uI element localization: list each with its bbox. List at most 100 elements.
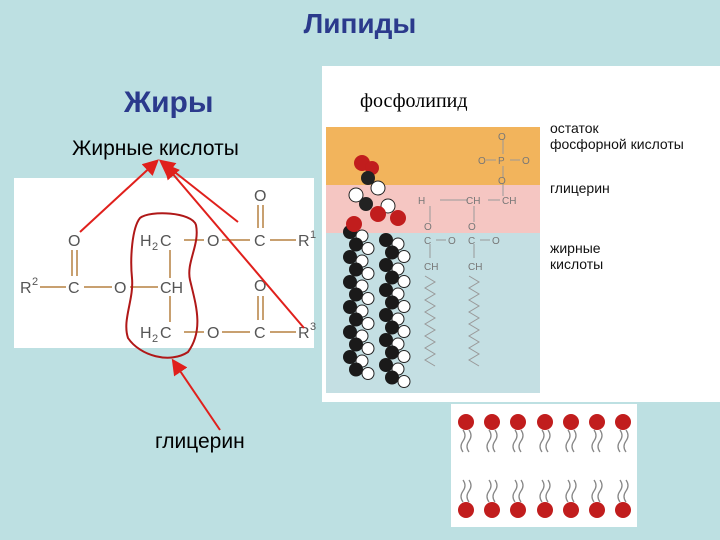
lipid-tail [492,429,498,453]
svg-text:O: O [478,156,486,167]
arrow-fatty-acid-3 [163,162,305,329]
svg-text:O: O [254,278,266,295]
lipid-tail [460,429,466,453]
glycerol-outline [125,212,199,359]
svg-text:CH: CH [466,196,480,207]
lipid-tail [591,479,597,503]
lipid-tail [466,429,472,453]
svg-text:O: O [207,233,219,250]
lipid-tail [545,429,551,453]
space-filling-model [343,225,411,388]
svg-text:2: 2 [152,241,158,253]
glycerol-label: глицерин [155,430,245,453]
arrow-glycerol [171,358,221,431]
svg-text:CH: CH [424,262,438,273]
svg-text:2: 2 [32,276,38,288]
lipid-head-bottom [563,502,579,518]
lipid-tail [486,479,492,503]
lipid-head-bottom [537,502,553,518]
lipid-head-bottom [615,502,631,518]
svg-text:O: O [522,156,530,167]
lipid-tail [539,429,545,453]
svg-text:O: O [468,222,476,233]
svg-text:CH: CH [160,280,183,297]
lipid-tail [518,429,524,453]
lipid-tail [623,429,629,453]
phospholipid-fatty-acids-label: жирные кислоты [550,240,604,272]
head-atoms [346,155,406,232]
lipid-head-bottom [484,502,500,518]
lipid-tail [545,479,551,503]
svg-text:O: O [68,233,80,250]
lipid-head-top [484,414,500,430]
lipid-head-top [589,414,605,430]
svg-text:O: O [448,236,456,247]
lipid-head-top [458,414,474,430]
lipid-tail [571,479,577,503]
lipid-tail [512,429,518,453]
phospholipid-zigzag-chains [424,275,480,367]
svg-text:P: P [498,156,505,167]
svg-text:C: C [160,233,172,250]
lipid-head-bottom [458,502,474,518]
lipid-tail [460,479,466,503]
lipid-head-top [563,414,579,430]
page-title: Липиды [303,8,417,39]
svg-text:CH: CH [468,262,482,273]
svg-text:H: H [140,233,152,250]
phospholipid-formula-bonds [429,140,520,258]
lipid-tail [512,479,518,503]
phospholipid-title: фосфолипид [360,90,468,112]
lipid-head-top [510,414,526,430]
svg-text:R: R [20,280,32,297]
svg-text:1: 1 [310,229,316,241]
svg-text:H: H [418,196,425,207]
triglyceride-bonds [40,205,296,333]
phospholipid-glycerol-label: глицерин [550,180,610,196]
lipid-tail [617,479,623,503]
svg-text:O: O [207,325,219,342]
lipid-tail [565,429,571,453]
lipid-tail [486,429,492,453]
svg-text:C: C [424,236,431,247]
lipid-tail [623,479,629,503]
svg-text:R: R [298,233,310,250]
lipid-tail [539,479,545,503]
lipid-tail [466,479,472,503]
phospholipid-formula-text: O O P O O H CH CH O O C O C O CH CH [418,132,530,273]
lipid-tail [597,479,603,503]
lipid-tail [571,429,577,453]
fatty-acids-label: Жирные кислоты [72,137,239,160]
lipid-tail [565,479,571,503]
svg-text:O: O [424,222,432,233]
lipid-tail [492,479,498,503]
lipid-head-bottom [510,502,526,518]
svg-text:O: O [498,176,506,187]
svg-text:C: C [254,233,266,250]
lipid-tail [597,429,603,453]
lipid-tail [518,479,524,503]
arrow-fatty-acid-1 [79,159,159,233]
svg-text:R: R [298,325,310,342]
svg-text:C: C [254,325,266,342]
lipid-head-bottom [589,502,605,518]
lipid-tail [617,429,623,453]
svg-text:C: C [68,280,80,297]
svg-text:O: O [498,132,506,143]
lipid-head-top [537,414,553,430]
svg-text:O: O [254,188,266,205]
pointer-arrows [79,159,305,431]
svg-text:3: 3 [310,321,316,333]
svg-text:O: O [492,236,500,247]
svg-text:CH: CH [502,196,516,207]
triglyceride-atoms: O H 2 C O C R 1 O R 2 C O CH O H 2 C O C… [20,188,316,345]
svg-text:C: C [468,236,475,247]
svg-text:H: H [140,325,152,342]
lipid-head-top [615,414,631,430]
lipid-tail [591,429,597,453]
membrane-molecules [458,414,631,518]
phosphate-residue-label: остаток фосфорной кислоты [550,120,684,152]
